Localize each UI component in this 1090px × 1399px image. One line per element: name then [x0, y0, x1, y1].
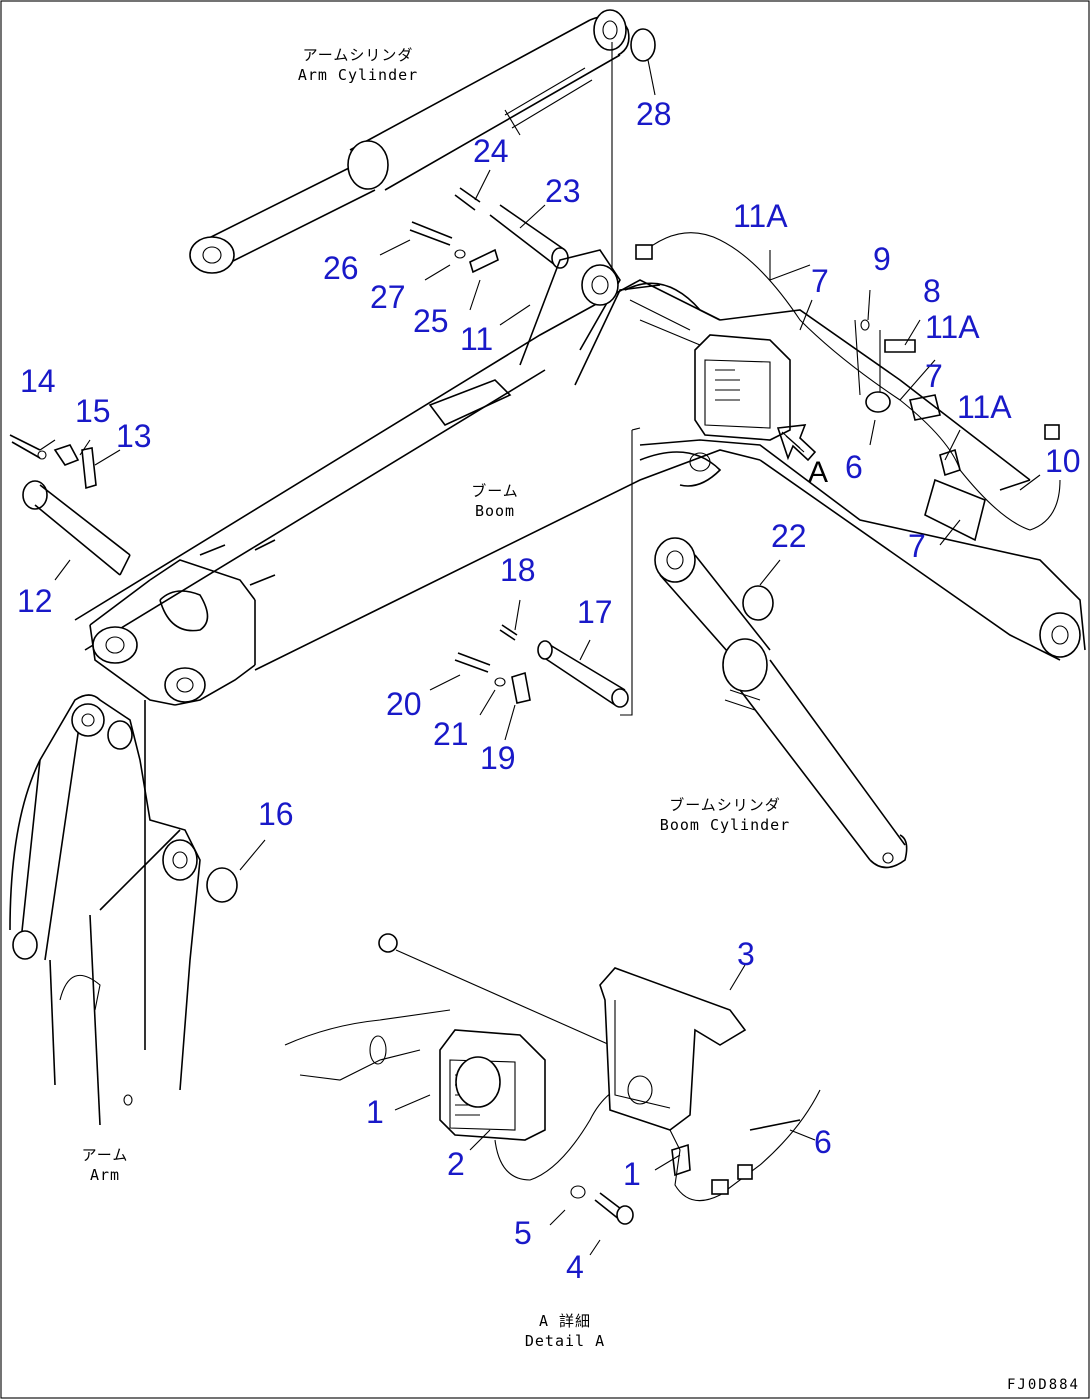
callout-9: 9 [873, 241, 891, 277]
view-arrow [776, 424, 817, 462]
boom-cylinder-label-jp: ブームシリンダ [669, 796, 781, 814]
arm [9, 694, 201, 1126]
boom-cylinder-pin-parts [454, 427, 641, 716]
callout-11a-right: 11A [957, 389, 1012, 425]
callout-15: 15 [75, 393, 111, 429]
arm-cylinder-label: アームシリンダ Arm Cylinder [278, 46, 438, 85]
callout-27: 27 [370, 279, 406, 315]
boom-label-en: Boom [474, 501, 516, 520]
arm-cylinder [189, 9, 630, 274]
callout-10: 10 [1045, 443, 1081, 479]
callout-7-top: 7 [811, 263, 829, 299]
leader-lines [39, 42, 1041, 871]
callout-11a-top: 11A [733, 198, 788, 234]
callout-19: 19 [480, 740, 516, 776]
callout-4: 4 [566, 1249, 584, 1285]
callout-23: 23 [545, 173, 581, 209]
callout-6-top: 6 [845, 449, 863, 485]
callout-20: 20 [386, 686, 422, 722]
drawing-number: FJ0D884 [1006, 1377, 1080, 1393]
callout-28: 28 [636, 96, 672, 132]
callout-26: 26 [323, 250, 359, 286]
detail-a-label: A 詳細 Detail A [510, 1312, 620, 1351]
callout-17: 17 [577, 594, 613, 630]
callout-18: 18 [500, 552, 536, 588]
detail-a-label-jp: A 詳細 [538, 1312, 592, 1330]
callout-22: 22 [771, 518, 807, 554]
callout-25: 25 [413, 303, 449, 339]
callout-7-bottom: 7 [908, 528, 926, 564]
arm-label-en: Arm [89, 1165, 121, 1184]
callout-14: 14 [20, 363, 56, 399]
view-arrow-letter: A [808, 456, 829, 489]
callout-12: 12 [17, 583, 53, 619]
callout-6-bottom: 6 [814, 1124, 832, 1160]
arm-cylinder-label-jp: アームシリンダ [302, 46, 414, 64]
callout-2: 2 [447, 1146, 465, 1182]
arm-label: アーム Arm [65, 1146, 145, 1185]
detail-a-label-en: Detail A [524, 1331, 606, 1350]
boom-label: ブーム Boom [450, 482, 540, 521]
arm-cylinder-label-en: Arm Cylinder [297, 65, 419, 84]
callout-24: 24 [473, 133, 509, 169]
callout-1-left: 1 [366, 1094, 384, 1130]
callout-8: 8 [923, 273, 941, 309]
callout-3: 3 [737, 936, 755, 972]
callout-11a-middle: 11A [925, 309, 980, 345]
boom-foot-pin-parts [9, 434, 131, 576]
boom-cylinder-label: ブームシリンダ Boom Cylinder [640, 796, 810, 835]
washer-22 [742, 585, 774, 621]
boom-label-jp: ブーム [471, 482, 519, 500]
callout-13: 13 [116, 418, 152, 454]
boom [74, 249, 1086, 706]
arm-label-jp: アーム [81, 1146, 129, 1164]
arm-cylinder-pin-parts [409, 187, 569, 274]
boom-cylinder-label-en: Boom Cylinder [659, 815, 791, 834]
callout-5: 5 [514, 1215, 532, 1251]
callout-7-middle: 7 [925, 358, 943, 394]
boom-lamp-assembly [635, 232, 1061, 542]
callout-21: 21 [433, 716, 469, 752]
callout-11: 11 [460, 321, 494, 357]
callout-16: 16 [258, 796, 294, 832]
detail-a-drawing [284, 933, 821, 1256]
washer-16 [206, 867, 238, 903]
callout-1-right: 1 [623, 1156, 641, 1192]
washer-28 [630, 28, 656, 62]
boom-cylinder [654, 537, 908, 869]
